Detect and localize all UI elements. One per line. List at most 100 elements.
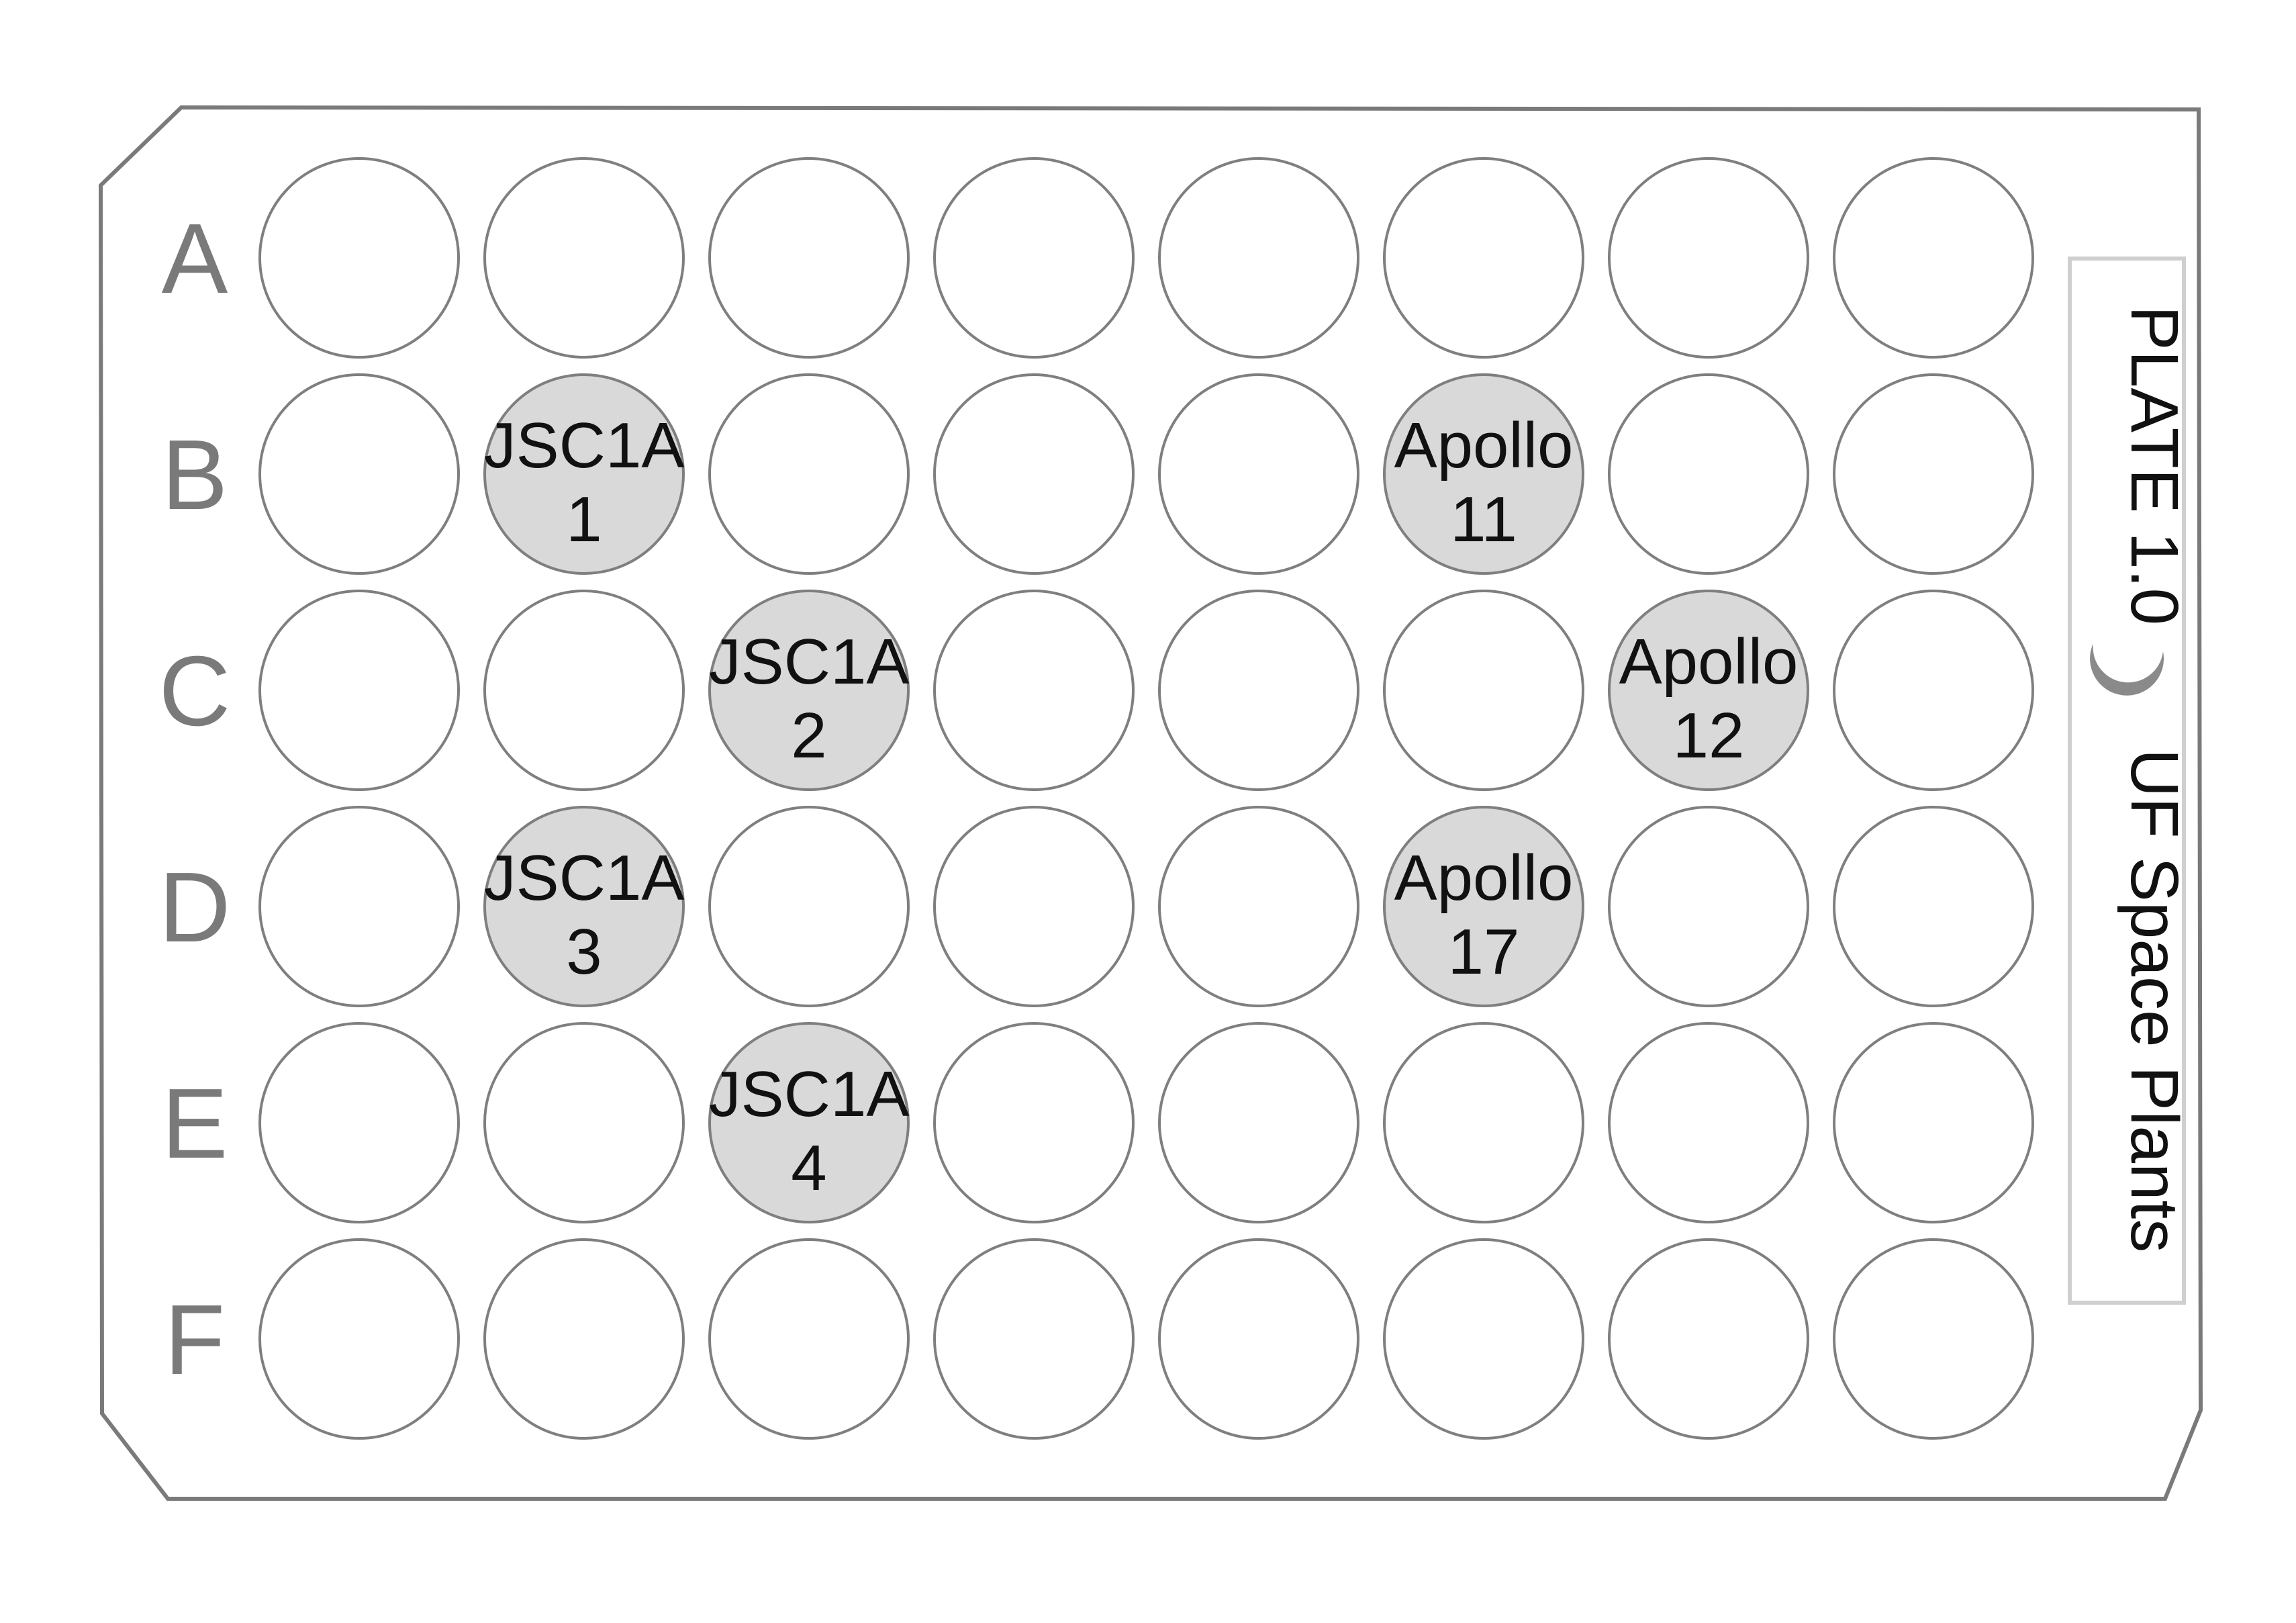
well-circle-filled [708,1022,910,1223]
well-circle [1833,590,2034,791]
well-b1 [258,373,460,575]
well-circle [1158,590,1359,791]
well-b3 [708,373,910,575]
plate-subtitle: UF Space Plants [2117,749,2192,1252]
well-circle [483,590,685,791]
well-sample-name: Apollo [1394,410,1574,481]
well-circle-filled [1608,590,1809,791]
well-circle [1833,806,2034,1007]
well-circle [1608,1238,1809,1440]
well-circle [1833,157,2034,359]
well-circle [1833,1238,2034,1440]
well-circle [1158,373,1359,575]
well-a3 [708,157,910,359]
well-circle [258,1238,460,1440]
well-c6 [1383,590,1584,791]
well-c5 [1158,590,1359,791]
well-d3 [708,806,910,1007]
plate-title: PLATE 1.0 [2117,306,2192,625]
well-f3 [708,1238,910,1440]
well-f6 [1383,1238,1584,1440]
well-circle [1608,806,1809,1007]
well-c1 [258,590,460,791]
well-e4 [933,1022,1135,1223]
well-b5 [1158,373,1359,575]
well-f5 [1158,1238,1359,1440]
well-circle-filled [483,806,685,1007]
row-label-b: B [162,420,228,530]
well-d4 [933,806,1135,1007]
row-label-a: A [162,203,228,314]
well-circle-filled [483,373,685,575]
well-circle-filled [1383,373,1584,575]
well-a5 [1158,157,1359,359]
well-sample-number: 4 [791,1132,826,1204]
well-c8 [1833,590,2034,791]
well-e7 [1608,1022,1809,1223]
well-circle-filled [1383,806,1584,1007]
well-circle [708,1238,910,1440]
well-sample-number: 12 [1673,700,1745,772]
well-d7 [1608,806,1809,1007]
well-circle [933,1022,1135,1223]
well-circle [1608,157,1809,359]
well-circle [933,1238,1135,1440]
well-b7 [1608,373,1809,575]
well-circle [483,1022,685,1223]
well-c2 [483,590,685,791]
well-circle [1608,373,1809,575]
well-f2 [483,1238,685,1440]
well-a4 [933,157,1135,359]
well-circle [258,157,460,359]
well-f7 [1608,1238,1809,1440]
row-label-c: C [159,636,231,747]
well-sample-number: 2 [791,700,826,772]
well-sample-number: 17 [1448,916,1520,988]
well-circle [708,806,910,1007]
well-circle [1383,157,1584,359]
well-sample-number: 11 [1450,483,1517,555]
well-a7 [1608,157,1809,359]
well-b4 [933,373,1135,575]
well-a6 [1383,157,1584,359]
well-circle [1383,590,1584,791]
well-circle [933,590,1135,791]
well-e8 [1833,1022,2034,1223]
well-sample-name: JSC1A [484,842,685,914]
row-label-e: E [162,1068,228,1179]
well-d8 [1833,806,2034,1007]
wells-grid: JSC1A1Apollo11JSC1A2Apollo12JSC1A3Apollo… [258,157,2034,1440]
well-circle [933,373,1135,575]
well-e5 [1158,1022,1359,1223]
side-label-box [2068,257,2186,1305]
well-circle [933,806,1135,1007]
well-sample-number: 3 [566,916,602,988]
well-circle [1833,1022,2034,1223]
well-circle [258,806,460,1007]
well-circle [708,157,910,359]
well-f4 [933,1238,1135,1440]
crescent-moon-icon [2090,643,2164,696]
well-sample-name: Apollo [1394,842,1574,914]
plate-side-label: PLATE 1.0 UF Space Plants [2068,257,2192,1305]
well-circle [1383,1238,1584,1440]
well-circle [1608,1022,1809,1223]
well-circle [483,157,685,359]
well-circle [1158,157,1359,359]
well-circle [258,373,460,575]
well-f8 [1833,1238,2034,1440]
well-e2 [483,1022,685,1223]
well-d1 [258,806,460,1007]
well-sample-number: 1 [566,483,602,555]
well-f1 [258,1238,460,1440]
well-circle [1158,1022,1359,1223]
well-sample-name: JSC1A [709,626,910,698]
well-b8 [1833,373,2034,575]
well-circle [1158,1238,1359,1440]
